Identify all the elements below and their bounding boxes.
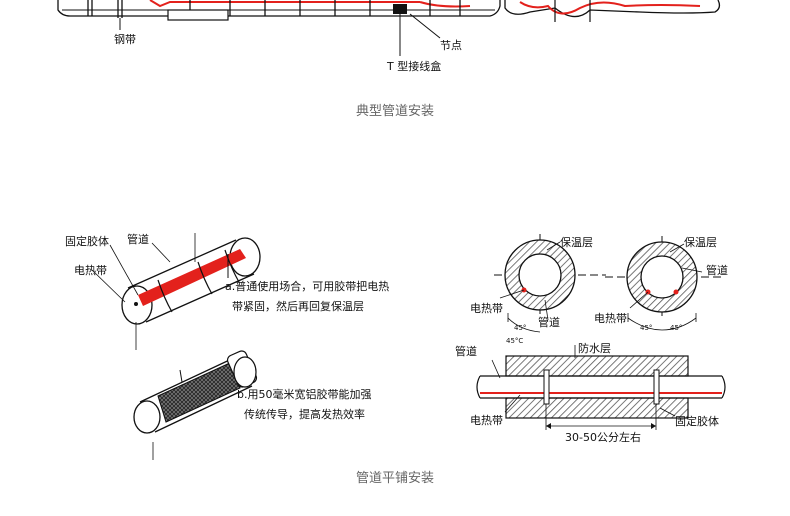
label-spacing: 30-50公分左右	[565, 430, 641, 444]
aluminium-tape	[157, 361, 241, 423]
label-heating-cable: 电热带	[74, 264, 107, 277]
steel-bands	[87, 0, 461, 18]
label-adhesive: 固定胶体	[675, 414, 719, 428]
pipe-longitudinal-section: 管道 防水层 电热带 30-50公分左右 固定胶体	[455, 341, 726, 444]
label-node: 节点	[440, 39, 462, 52]
label-pipe: 管道	[127, 232, 149, 246]
node-marker	[393, 4, 407, 14]
heating-cable	[419, 1, 471, 8]
tape-band	[197, 261, 213, 295]
heating-cable-dot	[673, 289, 679, 295]
adhesive-band	[653, 369, 660, 405]
label-insulation: 保温层	[684, 235, 717, 249]
label-angle-right: 45°	[670, 324, 682, 332]
label-angle: 45°	[514, 324, 526, 332]
cross-section-double-45-degree: 保温层 管道 电热带 45° 45°	[594, 235, 728, 332]
label-pipe: 管道	[538, 315, 560, 329]
note-b-line-2: 传统传导，提高发热效率	[244, 407, 365, 421]
heating-cable	[149, 0, 420, 8]
adhesive-band	[543, 369, 550, 405]
waterproof-layer-top	[505, 355, 689, 377]
label-pipe: 管道	[455, 344, 477, 358]
heating-cable	[519, 1, 701, 15]
label-angle-left: 45°	[640, 324, 652, 332]
label-insulation: 保温层	[560, 235, 593, 249]
pipe-outline	[57, 0, 501, 17]
tape-band	[224, 249, 240, 283]
typical-pipe-installation: 钢带 节点 T 型接线盒 典型管道安装	[57, 0, 721, 119]
label-t-junction-box: T 型接线盒	[386, 59, 441, 73]
pipe-walls	[480, 375, 722, 399]
leader-line	[409, 13, 441, 39]
label-heating-cable: 电热带	[594, 312, 627, 325]
pipe-with-aluminium-tape-illustration: b.用50毫米宽铝胶带能加强 传统传导，提高发热效率	[133, 350, 371, 460]
pipe-section	[640, 255, 684, 299]
note-a-line-1: a.普通使用场合，可用胶带把电热	[225, 279, 389, 293]
pipe-body	[139, 355, 253, 433]
caption-typical-installation: 典型管道安装	[356, 104, 434, 119]
caption-flat-installation: 管道平铺安装	[356, 471, 434, 486]
label-angle-note: 45°C	[506, 337, 523, 345]
label-pipe: 管道	[706, 263, 728, 277]
label-heating-cable: 电热带	[470, 414, 503, 427]
heating-cable	[138, 249, 246, 306]
label-heating-cable: 电热带	[470, 302, 503, 315]
label-adhesive: 固定胶体	[65, 234, 109, 248]
pipe-section	[518, 253, 562, 297]
pipe-support	[167, 9, 229, 21]
pipe-end	[133, 400, 161, 434]
tape-band	[157, 279, 173, 313]
label-steel-band: 钢带	[114, 33, 136, 46]
pipe-body	[127, 239, 255, 323]
cross-section-45-degree: 保温层 电热带 管道 45° 45°C	[470, 234, 606, 345]
note-b-line-1: b.用50毫米宽铝胶带能加强	[237, 387, 371, 401]
pipe-with-tape-illustration: 固定胶体 管道 电热带 a.普通使用场合，可用胶带把电热 带紧固，然后再回复保温…	[65, 232, 389, 350]
note-a-line-2: 带紧固，然后再回复保温层	[232, 299, 364, 313]
label-waterproof-layer: 防水层	[578, 341, 611, 355]
